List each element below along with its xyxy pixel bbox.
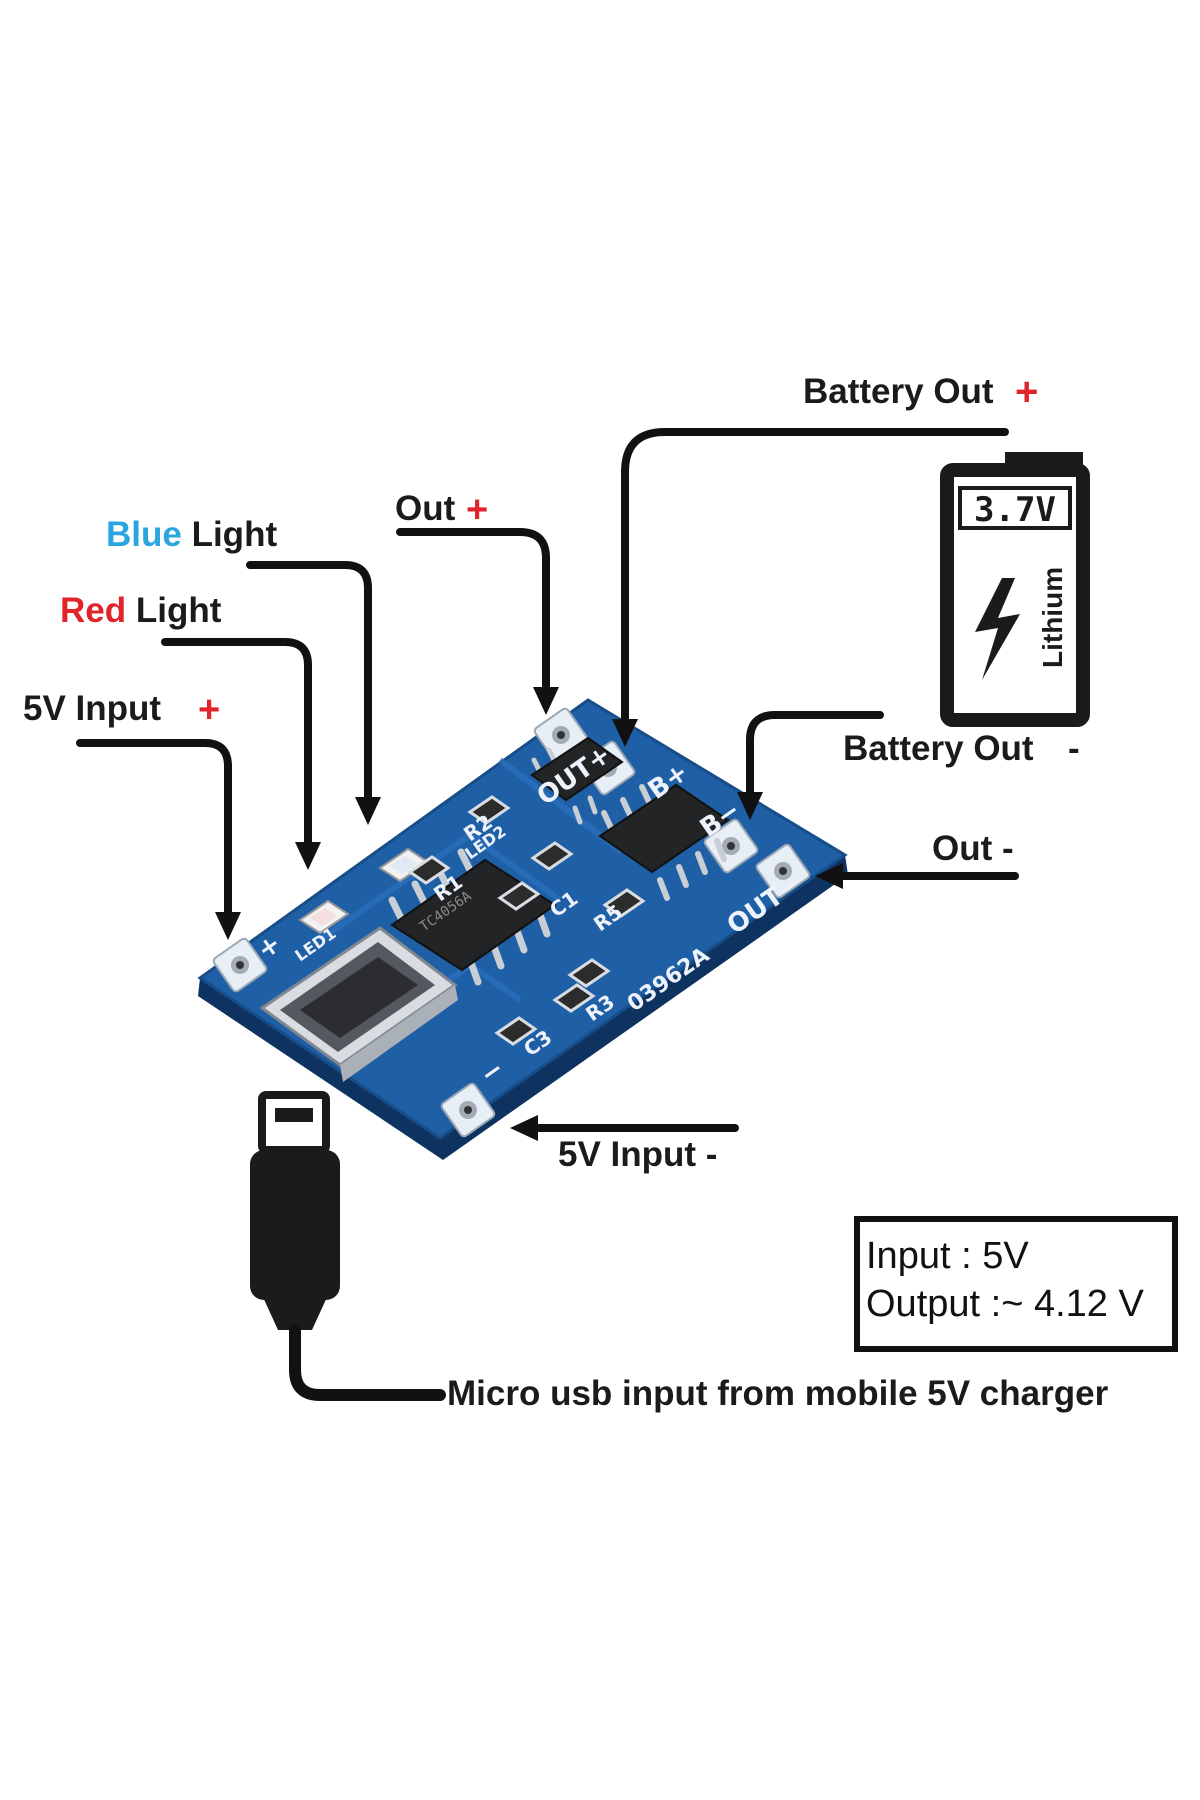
micro-usb-plug-icon xyxy=(250,1091,446,1401)
battery-icon: 3.7V Lithium xyxy=(940,452,1090,727)
spec-output: Output :~ 4.12 V xyxy=(866,1283,1144,1325)
battery-voltage: 3.7V xyxy=(974,490,1056,530)
micro-usb-port xyxy=(259,926,458,1082)
label-out-plus: Out xyxy=(395,489,456,528)
pad-b-minus xyxy=(703,818,759,874)
battery-type: Lithium xyxy=(1037,567,1068,668)
wires xyxy=(76,428,1019,1141)
pad-input-minus xyxy=(440,1082,496,1138)
label-input-plus: 5V Input xyxy=(23,689,161,728)
label-blue-light: Blue Light xyxy=(106,515,277,554)
label-battery-out-plus: Battery Out xyxy=(803,372,994,411)
label-out-minus: Out - xyxy=(932,829,1014,868)
spec-input: Input : 5V xyxy=(866,1235,1029,1277)
protection-chip xyxy=(598,783,730,901)
label-usb-caption: Micro usb input from mobile 5V charger xyxy=(447,1374,1109,1413)
lightning-icon xyxy=(975,578,1020,680)
specs-box: Input : 5V Output :~ 4.12 V xyxy=(854,1216,1178,1352)
smd-components xyxy=(407,795,646,1046)
sign-input-plus: + xyxy=(198,689,220,731)
sign-out-plus: + xyxy=(466,489,488,531)
mosfet-chip xyxy=(530,736,624,825)
pad-input-plus xyxy=(212,937,268,993)
label-red-light: Red Light xyxy=(60,591,222,630)
sign-battery-out-plus: + xyxy=(1015,370,1038,414)
pcb-board-icon: TC4056A xyxy=(197,698,848,1160)
led1-red xyxy=(298,899,350,935)
pad-out-minus xyxy=(755,843,811,899)
label-battery-out-minus: Battery Out xyxy=(843,729,1034,768)
sign-battery-out-minus: - xyxy=(1068,729,1080,768)
label-input-minus: 5V Input - xyxy=(558,1135,717,1174)
